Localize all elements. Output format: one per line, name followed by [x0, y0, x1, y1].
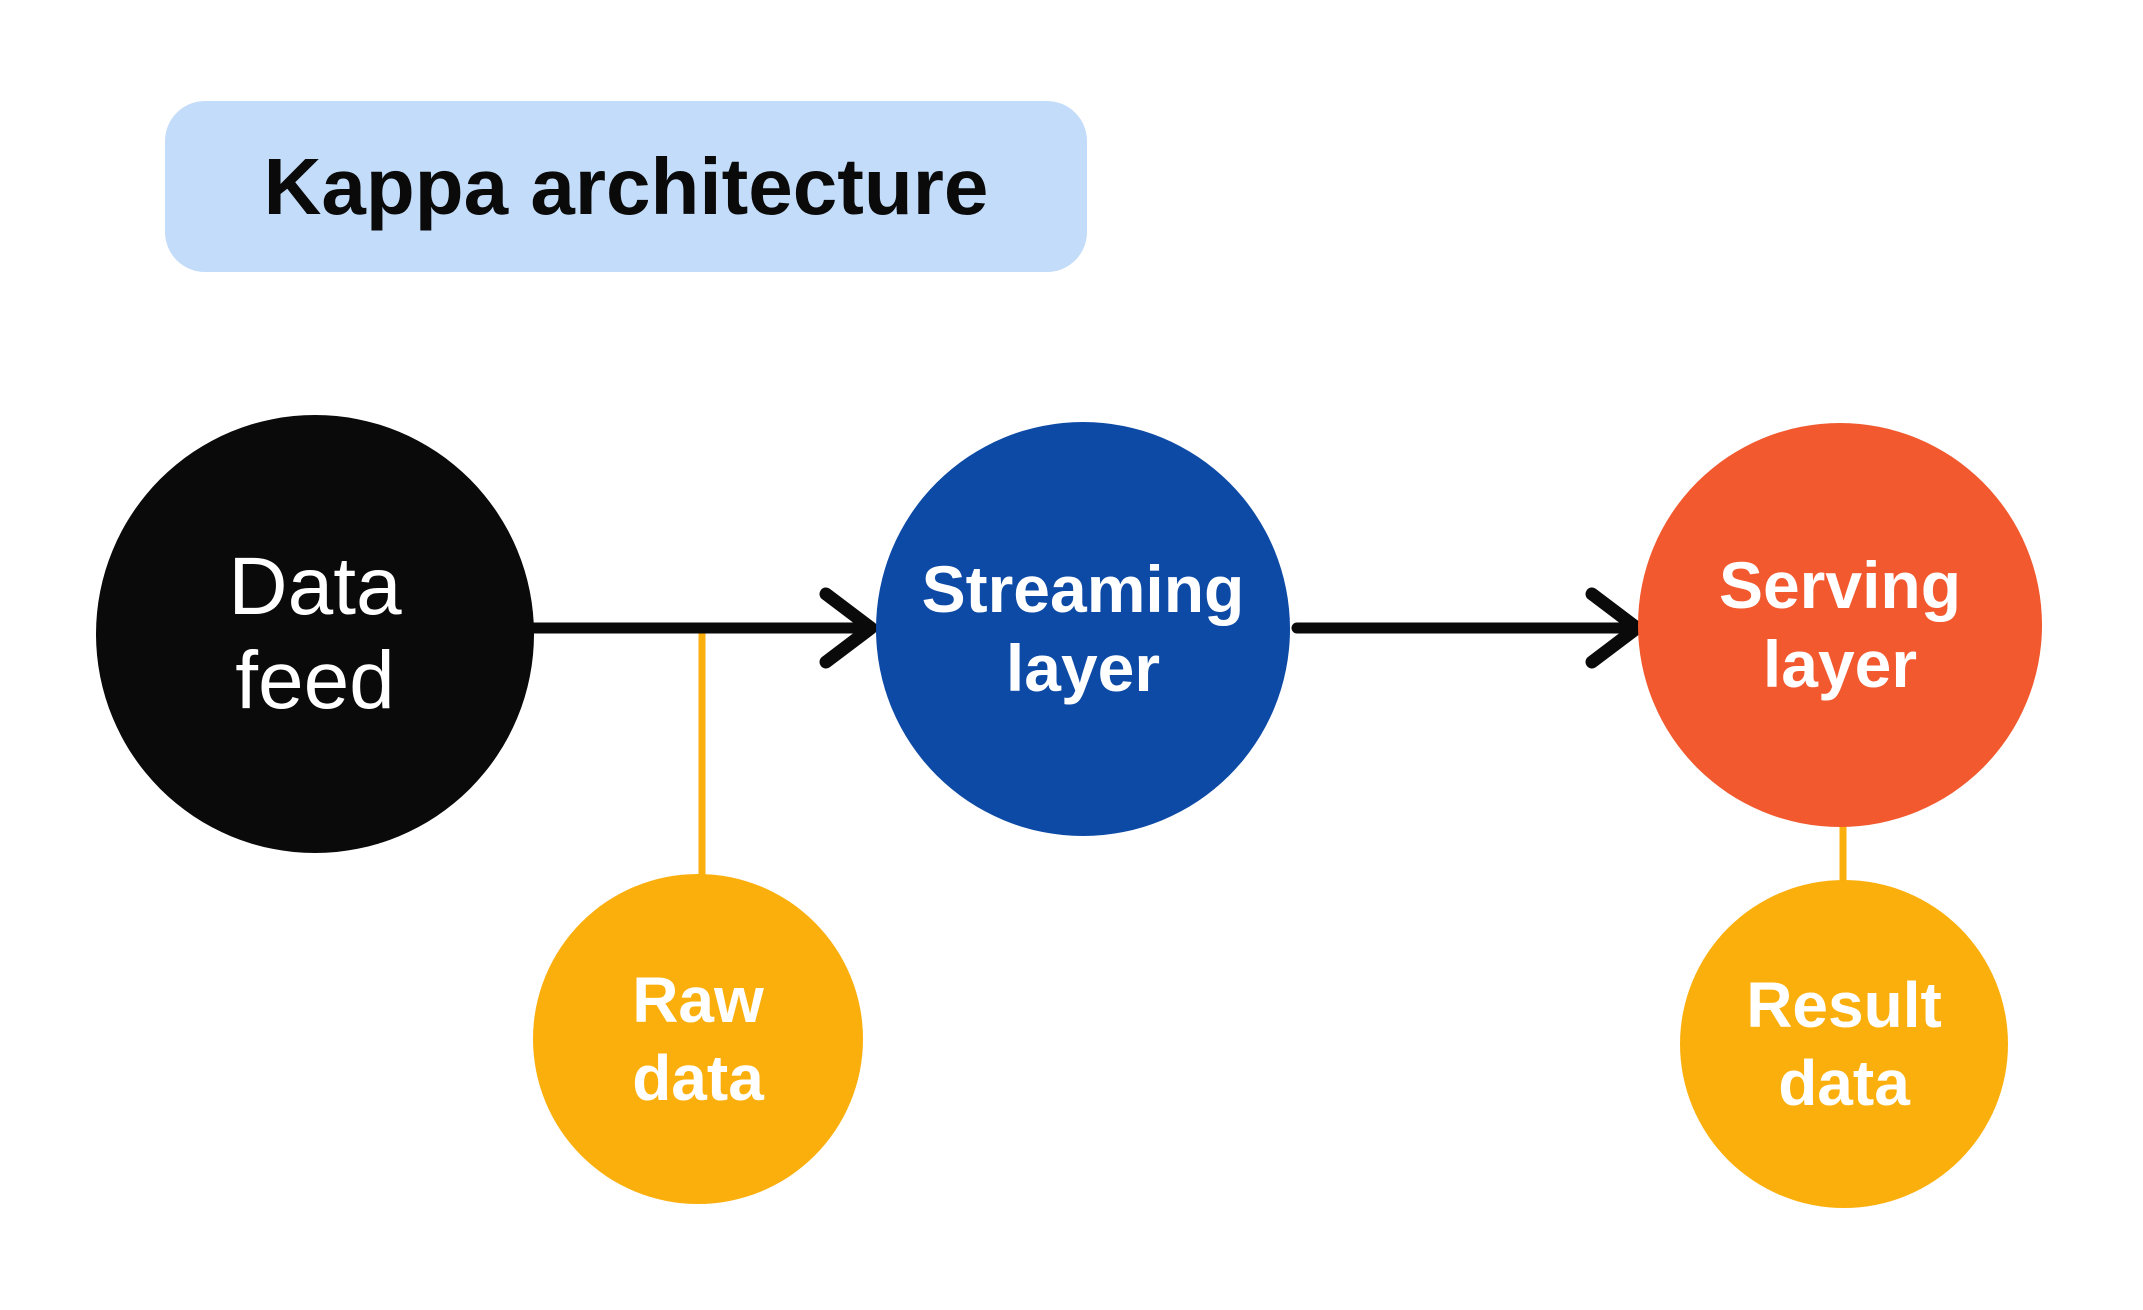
node-serving-layer-label-line2: layer [1762, 627, 1918, 701]
node-data-feed: Data feed [96, 415, 534, 853]
node-streaming-layer: Streaming layer [876, 422, 1290, 836]
node-raw-data-label-line1: Raw [632, 963, 764, 1036]
node-raw-data-label-line2: data [632, 1042, 764, 1114]
arrowhead-streaming-to-serving-icon [1585, 587, 1644, 669]
node-streaming-layer-label-line1: Streaming [921, 551, 1245, 626]
node-data-feed-label-line1: Data [228, 540, 402, 632]
arrowhead-data-feed-to-streaming-icon [819, 587, 878, 669]
node-data-feed-label-line2: feed [235, 635, 395, 726]
page-title: Kappa architecture [263, 141, 989, 231]
title-pill: Kappa architecture [165, 101, 1087, 272]
node-result-data-label-line1: Result [1746, 968, 1942, 1041]
node-serving-layer: Serving layer [1638, 423, 2042, 827]
node-raw-data: Raw data [533, 874, 863, 1204]
node-serving-layer-label-line1: Serving [1718, 547, 1962, 622]
node-result-data-label-line2: data [1778, 1047, 1910, 1119]
node-streaming-layer-label-line2: layer [1005, 631, 1161, 705]
node-result-data: Result data [1680, 880, 2008, 1208]
